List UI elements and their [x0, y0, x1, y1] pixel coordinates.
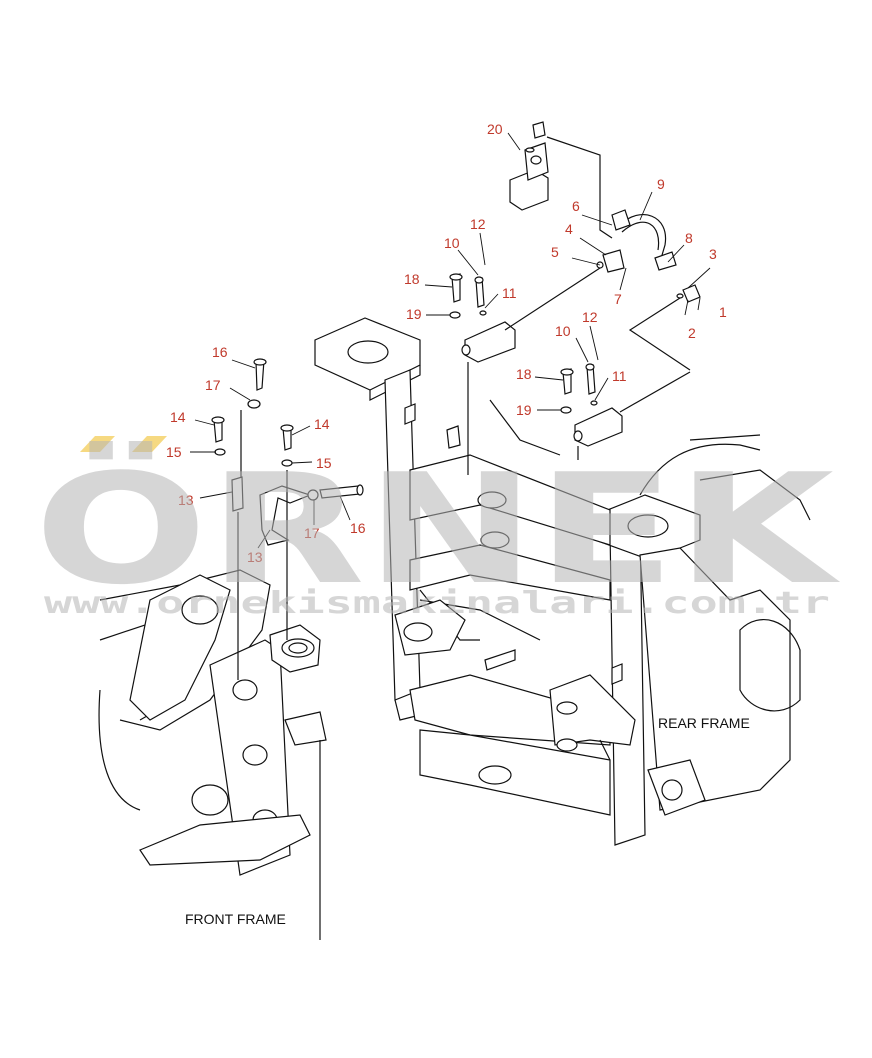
- watermark-accent-left: [80, 436, 115, 452]
- callout-16-lower: 16: [350, 520, 366, 536]
- callout-14-left: 14: [170, 409, 186, 425]
- callout-19-lower: 19: [516, 402, 532, 418]
- watermark-brand: ÖRNEK: [34, 441, 841, 618]
- callout-6: 6: [572, 198, 580, 214]
- callout-5: 5: [551, 244, 559, 260]
- callout-2: 2: [688, 325, 696, 341]
- callout-7: 7: [614, 291, 622, 307]
- callout-4: 4: [565, 221, 573, 237]
- watermark-accent-right: [132, 436, 167, 452]
- callout-13-left: 13: [178, 492, 194, 508]
- callout-11-lower: 11: [612, 368, 627, 384]
- callout-1: 1: [719, 304, 727, 320]
- bracket-assemblies: [211, 358, 364, 680]
- callout-3: 3: [709, 246, 717, 262]
- hydraulic-components: [449, 121, 701, 475]
- callout-17-upper: 17: [205, 377, 221, 393]
- callout-12-lower: 12: [582, 309, 598, 325]
- callout-10-lower: 10: [555, 323, 571, 339]
- callout-20: 20: [487, 121, 503, 137]
- callout-13-lower: 13: [247, 549, 263, 565]
- callout-15-right: 15: [316, 455, 332, 471]
- callout-18-upper: 18: [404, 271, 420, 287]
- front-frame-label: FRONT FRAME: [185, 911, 286, 927]
- watermark: ÖRNEK www.ornekismakinalari.com.tr: [34, 436, 841, 621]
- rear-frame-drawing: REAR FRAME: [314, 317, 811, 846]
- callout-10-upper: 10: [444, 235, 460, 251]
- callout-16-upper: 16: [212, 344, 228, 360]
- callout-17-lower: 17: [304, 525, 320, 541]
- callout-15-left: 15: [166, 444, 182, 460]
- callout-9: 9: [657, 176, 665, 192]
- rear-frame-label: REAR FRAME: [658, 715, 750, 731]
- front-frame-drawing: FRONT FRAME: [98, 569, 327, 940]
- callout-19-upper: 19: [406, 306, 422, 322]
- callout-14-right: 14: [314, 416, 330, 432]
- leader-lines: [190, 132, 711, 549]
- callout-8: 8: [685, 230, 693, 246]
- callout-11-upper: 11: [502, 285, 517, 301]
- watermark-url: www.ornekismakinalari.com.tr: [44, 586, 830, 621]
- callout-18-lower: 18: [516, 366, 532, 382]
- callout-12-upper: 12: [470, 216, 486, 232]
- callouts: 1 2 3 4 5 6 7 8 9 10 10 11 11 12 12 13 1…: [166, 121, 727, 565]
